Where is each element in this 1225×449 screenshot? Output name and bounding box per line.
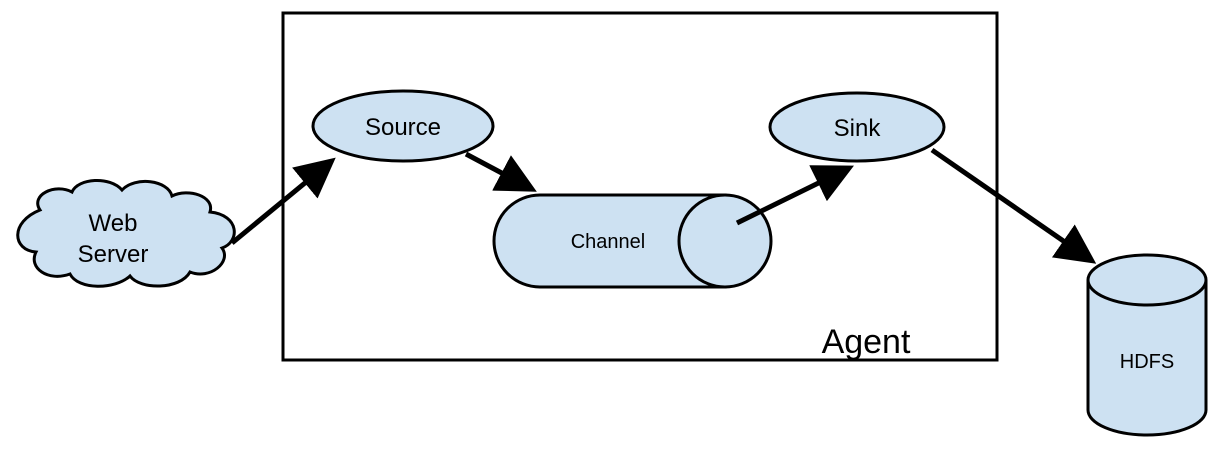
hdfs-node: HDFS	[1086, 253, 1208, 437]
agent-label: Agent	[822, 323, 911, 361]
channel-label: Channel	[571, 231, 646, 253]
arrow-source-to-channel	[464, 151, 537, 192]
sink-node: Sink	[768, 91, 946, 163]
arrow-channel-to-sink	[735, 165, 854, 226]
source-label: Source	[365, 114, 441, 141]
sink-label: Sink	[834, 115, 882, 142]
web-server-label-line1: Web	[89, 210, 138, 237]
web-server-cloud: Web Server	[16, 178, 236, 288]
arrow-sink-to-hdfs	[930, 147, 1097, 264]
web-server-label-line2: Server	[78, 241, 149, 268]
arrow-webserver-to-source	[230, 157, 336, 245]
channel-node: Channel	[492, 193, 773, 289]
source-node: Source	[311, 89, 495, 163]
agent-box	[281, 11, 999, 362]
hdfs-label: HDFS	[1120, 351, 1174, 373]
